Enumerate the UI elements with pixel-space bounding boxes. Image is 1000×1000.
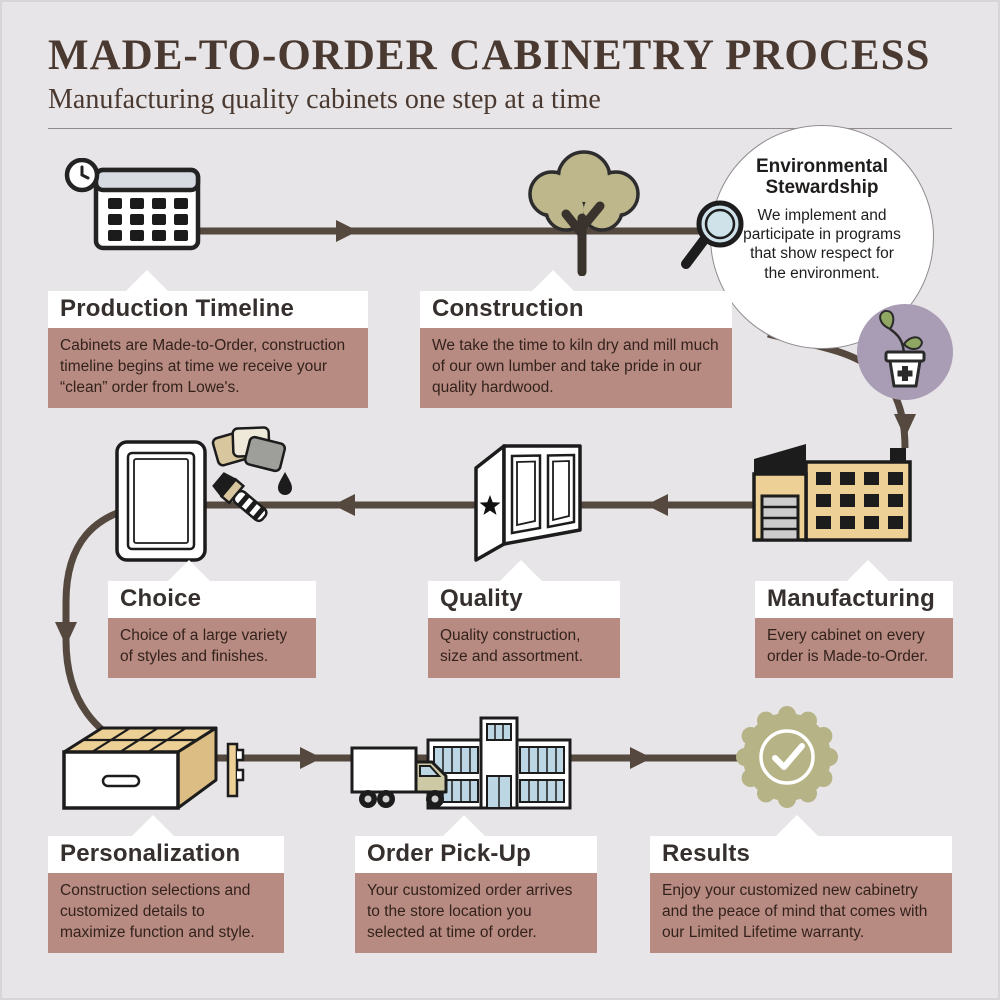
- star-icon: [479, 495, 501, 515]
- magnifying-glass-icon: [676, 196, 752, 272]
- arrow-left-icon: [333, 494, 355, 516]
- paint-drip-icon: [278, 472, 292, 495]
- arrow-down-icon: [894, 414, 916, 438]
- paintbrush-icon: [212, 472, 268, 523]
- step-title: Quality: [428, 581, 620, 618]
- header-divider: [48, 128, 952, 129]
- step-title: Personalization: [48, 836, 284, 873]
- callout-description: We implement and participate in programs…: [743, 206, 901, 282]
- step-choice: Choice Choice of a large variety of styl…: [108, 560, 316, 678]
- step-construction: Construction We take the time to kiln dr…: [420, 270, 732, 409]
- step-description: Enjoy your customized new cabinetry and …: [650, 873, 952, 954]
- callout-title-line2: Stewardship: [765, 177, 879, 199]
- step-description: Cabinets are Made-to-Order, construction…: [48, 328, 368, 409]
- step-title: Manufacturing: [755, 581, 953, 618]
- step-title: Results: [650, 836, 952, 873]
- callout-title: Environmental Stewardship: [733, 156, 911, 199]
- door-swatches-paintbrush-icon: [115, 420, 301, 572]
- arrow-left-icon: [646, 494, 668, 516]
- calendar-clock-icon: [60, 157, 205, 256]
- step-personalization: Personalization Construction selections …: [48, 815, 284, 954]
- arrow-down-icon: [55, 622, 77, 646]
- step-manufacturing: Manufacturing Every cabinet on every ord…: [755, 560, 953, 678]
- step-results: Results Enjoy your customized new cabine…: [650, 815, 952, 954]
- plant-pot-icon: [857, 304, 953, 400]
- arrow-right-icon: [630, 747, 652, 769]
- cabinet-box-icon: [462, 428, 588, 564]
- step-description: Your customized order arrives to the sto…: [355, 873, 597, 954]
- paint-swatches-icon: [211, 426, 287, 473]
- factory-icon: [750, 432, 916, 544]
- step-description: Quality construction, size and assortmen…: [428, 618, 620, 678]
- step-title: Construction: [420, 291, 732, 328]
- step-order-pickup: Order Pick-Up Your customized order arri…: [355, 815, 597, 954]
- step-title: Production Timeline: [48, 291, 368, 328]
- arrow-right-icon: [336, 220, 358, 242]
- delivery-truck-icon: [350, 742, 458, 814]
- tree-icon: [518, 146, 650, 277]
- open-drawer-icon: [52, 718, 248, 818]
- step-description: Choice of a large variety of styles and …: [108, 618, 316, 678]
- arrow-right-icon: [300, 747, 322, 769]
- checkmark-icon: [772, 743, 805, 770]
- step-description: We take the time to kiln dry and mill mu…: [420, 328, 732, 409]
- step-description: Construction selections and customized d…: [48, 873, 284, 954]
- callout-title-line1: Environmental: [756, 156, 888, 177]
- page-title: MADE-TO-ORDER CABINETRY PROCESS: [48, 32, 931, 79]
- cabinet-door-icon: [115, 440, 207, 562]
- step-quality: Quality Quality construction, size and a…: [428, 560, 620, 678]
- page-subtitle: Manufacturing quality cabinets one step …: [48, 84, 601, 115]
- step-description: Every cabinet on every order is Made-to-…: [755, 618, 953, 678]
- hinge-icon: [226, 742, 245, 798]
- step-title: Choice: [108, 581, 316, 618]
- ribbon-check-icon: [732, 702, 842, 812]
- step-title: Order Pick-Up: [355, 836, 597, 873]
- step-production-timeline: Production Timeline Cabinets are Made-to…: [48, 270, 368, 409]
